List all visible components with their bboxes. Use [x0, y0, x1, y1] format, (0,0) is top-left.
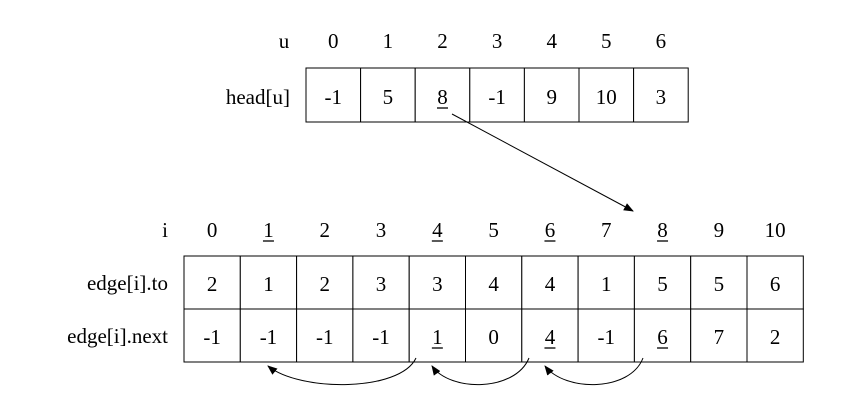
edge-index: 2	[320, 218, 331, 242]
head-value: 8	[437, 85, 448, 109]
edge-next-cell	[746, 308, 804, 363]
edge-index: 3	[376, 218, 387, 242]
edge-to-value: 4	[545, 272, 556, 296]
head-index-label: u	[279, 29, 290, 53]
edge-to-value: 2	[207, 272, 218, 296]
edge-index: 7	[601, 218, 612, 242]
pointer-arrow-edge8-to-edge6	[544, 357, 644, 385]
edge-next-cell	[577, 308, 635, 363]
edge-to-value: 4	[488, 272, 499, 296]
edge-to-cell	[465, 255, 523, 310]
head-cell	[633, 67, 689, 123]
edge-index: 9	[714, 218, 725, 242]
edge-index: 8	[657, 218, 668, 242]
head-value: 10	[596, 85, 617, 109]
edge-next-value: -1	[316, 325, 334, 349]
edge-to-value: 5	[657, 272, 668, 296]
edge-to-value: 1	[601, 272, 612, 296]
edge-to-value: 5	[714, 272, 725, 296]
edge-to-label: edge[i].to	[87, 271, 168, 295]
head-cell	[578, 67, 635, 123]
edge-next-cell	[296, 308, 354, 363]
edge-to-value: 1	[263, 272, 274, 296]
edge-next-array: -1 -1 -1 -1 1 0 4 -1 6 7 2	[183, 308, 804, 363]
head-index: 3	[492, 29, 503, 53]
edge-next-cell	[239, 308, 298, 363]
edge-to-value: 6	[770, 272, 781, 296]
head-cell	[360, 67, 416, 123]
head-value: -1	[488, 85, 506, 109]
edge-next-value: -1	[372, 325, 390, 349]
head-array: -1 5 8 -1 9 10 3	[305, 67, 689, 123]
edge-index: 0	[207, 218, 218, 242]
edge-index: 10	[765, 218, 786, 242]
edge-to-cell	[690, 255, 748, 310]
edge-index-label: i	[162, 218, 168, 242]
head-index: 2	[437, 29, 448, 53]
edge-next-value: 6	[657, 325, 668, 349]
edge-to-cell	[352, 255, 410, 310]
edge-next-cell	[690, 308, 748, 363]
edge-to-cell	[577, 255, 635, 310]
edge-index: 4	[432, 218, 443, 242]
head-value: -1	[325, 85, 343, 109]
edge-index: 5	[488, 218, 499, 242]
edge-to-cell	[746, 255, 804, 310]
pointer-arrow-edge6-to-edge4	[431, 357, 530, 385]
head-cell	[414, 67, 471, 123]
head-index-row: 0 1 2 3 4 5 6	[328, 29, 666, 53]
edge-index: 6	[545, 218, 556, 242]
edge-next-value: 0	[488, 325, 499, 349]
head-row-label: head[u]	[226, 85, 290, 109]
edge-next-cell	[183, 308, 241, 363]
edge-to-cell	[633, 255, 692, 310]
edge-next-label: edge[i].next	[67, 324, 168, 348]
edge-to-array: 2 1 2 3 3 4 4 1 5 5 6	[183, 255, 804, 310]
head-value: 5	[383, 85, 394, 109]
head-cell	[305, 67, 362, 123]
edge-index-row: 0 1 2 3 4 5 6 7 8 9 10	[207, 218, 786, 242]
edge-next-cell	[408, 308, 467, 363]
head-index: 1	[383, 29, 394, 53]
edge-next-value: -1	[598, 325, 616, 349]
head-index: 5	[601, 29, 612, 53]
edge-next-cell	[352, 308, 410, 363]
edge-next-value: -1	[260, 325, 278, 349]
head-index: 0	[328, 29, 339, 53]
edge-next-value: 4	[545, 325, 556, 349]
edge-to-cell	[239, 255, 298, 310]
edge-next-cell	[465, 308, 523, 363]
edge-to-value: 3	[432, 272, 443, 296]
head-value: 9	[546, 85, 557, 109]
head-value: 3	[656, 85, 667, 109]
edge-to-value: 2	[320, 272, 331, 296]
edge-next-value: 7	[714, 325, 725, 349]
edge-index: 1	[263, 218, 274, 242]
pointer-arrow-edge4-to-edge1	[267, 357, 417, 385]
pointer-arrow-head-to-edge8	[451, 113, 634, 212]
edge-next-value: -1	[203, 325, 221, 349]
edge-to-value: 3	[376, 272, 387, 296]
head-index: 4	[546, 29, 557, 53]
head-index: 6	[656, 29, 667, 53]
edge-next-value: 1	[432, 325, 443, 349]
edge-next-value: 2	[770, 325, 781, 349]
